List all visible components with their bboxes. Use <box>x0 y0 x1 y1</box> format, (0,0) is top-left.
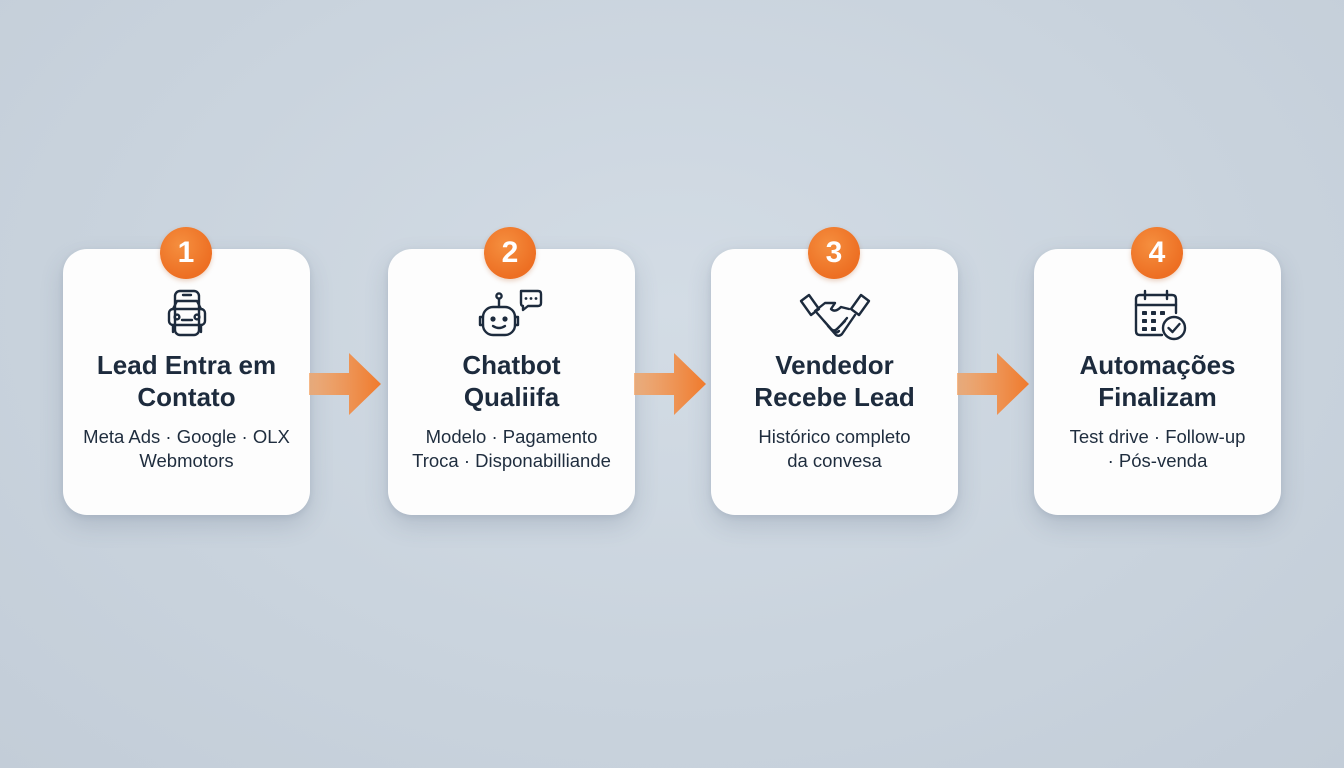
step-4-card: Automações Finalizam Test drive · Follow… <box>1034 249 1281 515</box>
car-icon <box>147 287 227 347</box>
step-4-badge: 4 <box>1131 227 1183 279</box>
step-2-description: Modelo · Pagamento Troca · Disponabillia… <box>412 426 611 471</box>
arrow-right-icon <box>309 352 383 416</box>
step-3-description: Histórico completo da convesa <box>758 426 911 471</box>
step-4-title: Automações Finalizam <box>1079 350 1236 412</box>
step-1-title: Lead Entra em Contato <box>96 350 277 412</box>
step-3-badge: 3 <box>808 227 860 279</box>
arrow-right-icon <box>957 352 1031 416</box>
step-2-badge: 2 <box>484 227 536 279</box>
step-4-description: Test drive · Follow-up · Pós-venda <box>1069 426 1246 471</box>
step-2-card: Chatbot Qualiifa Modelo · Pagamento Troc… <box>388 249 635 515</box>
step-2-title: Chatbot Qualiifa <box>462 350 561 412</box>
step-1-card: Lead Entra em Contato Meta Ads · Google … <box>63 249 310 515</box>
handshake-icon <box>795 287 875 347</box>
step-3-title: Vendedor Recebe Lead <box>754 350 915 412</box>
calendar-check-icon <box>1118 287 1198 347</box>
step-1-badge: 1 <box>160 227 212 279</box>
step-3-card: Vendedor Recebe Lead Histórico completo … <box>711 249 958 515</box>
step-1-description: Meta Ads · Google · OLX Webmotors <box>83 426 290 471</box>
arrow-right-icon <box>634 352 708 416</box>
chatbot-icon <box>472 287 552 347</box>
